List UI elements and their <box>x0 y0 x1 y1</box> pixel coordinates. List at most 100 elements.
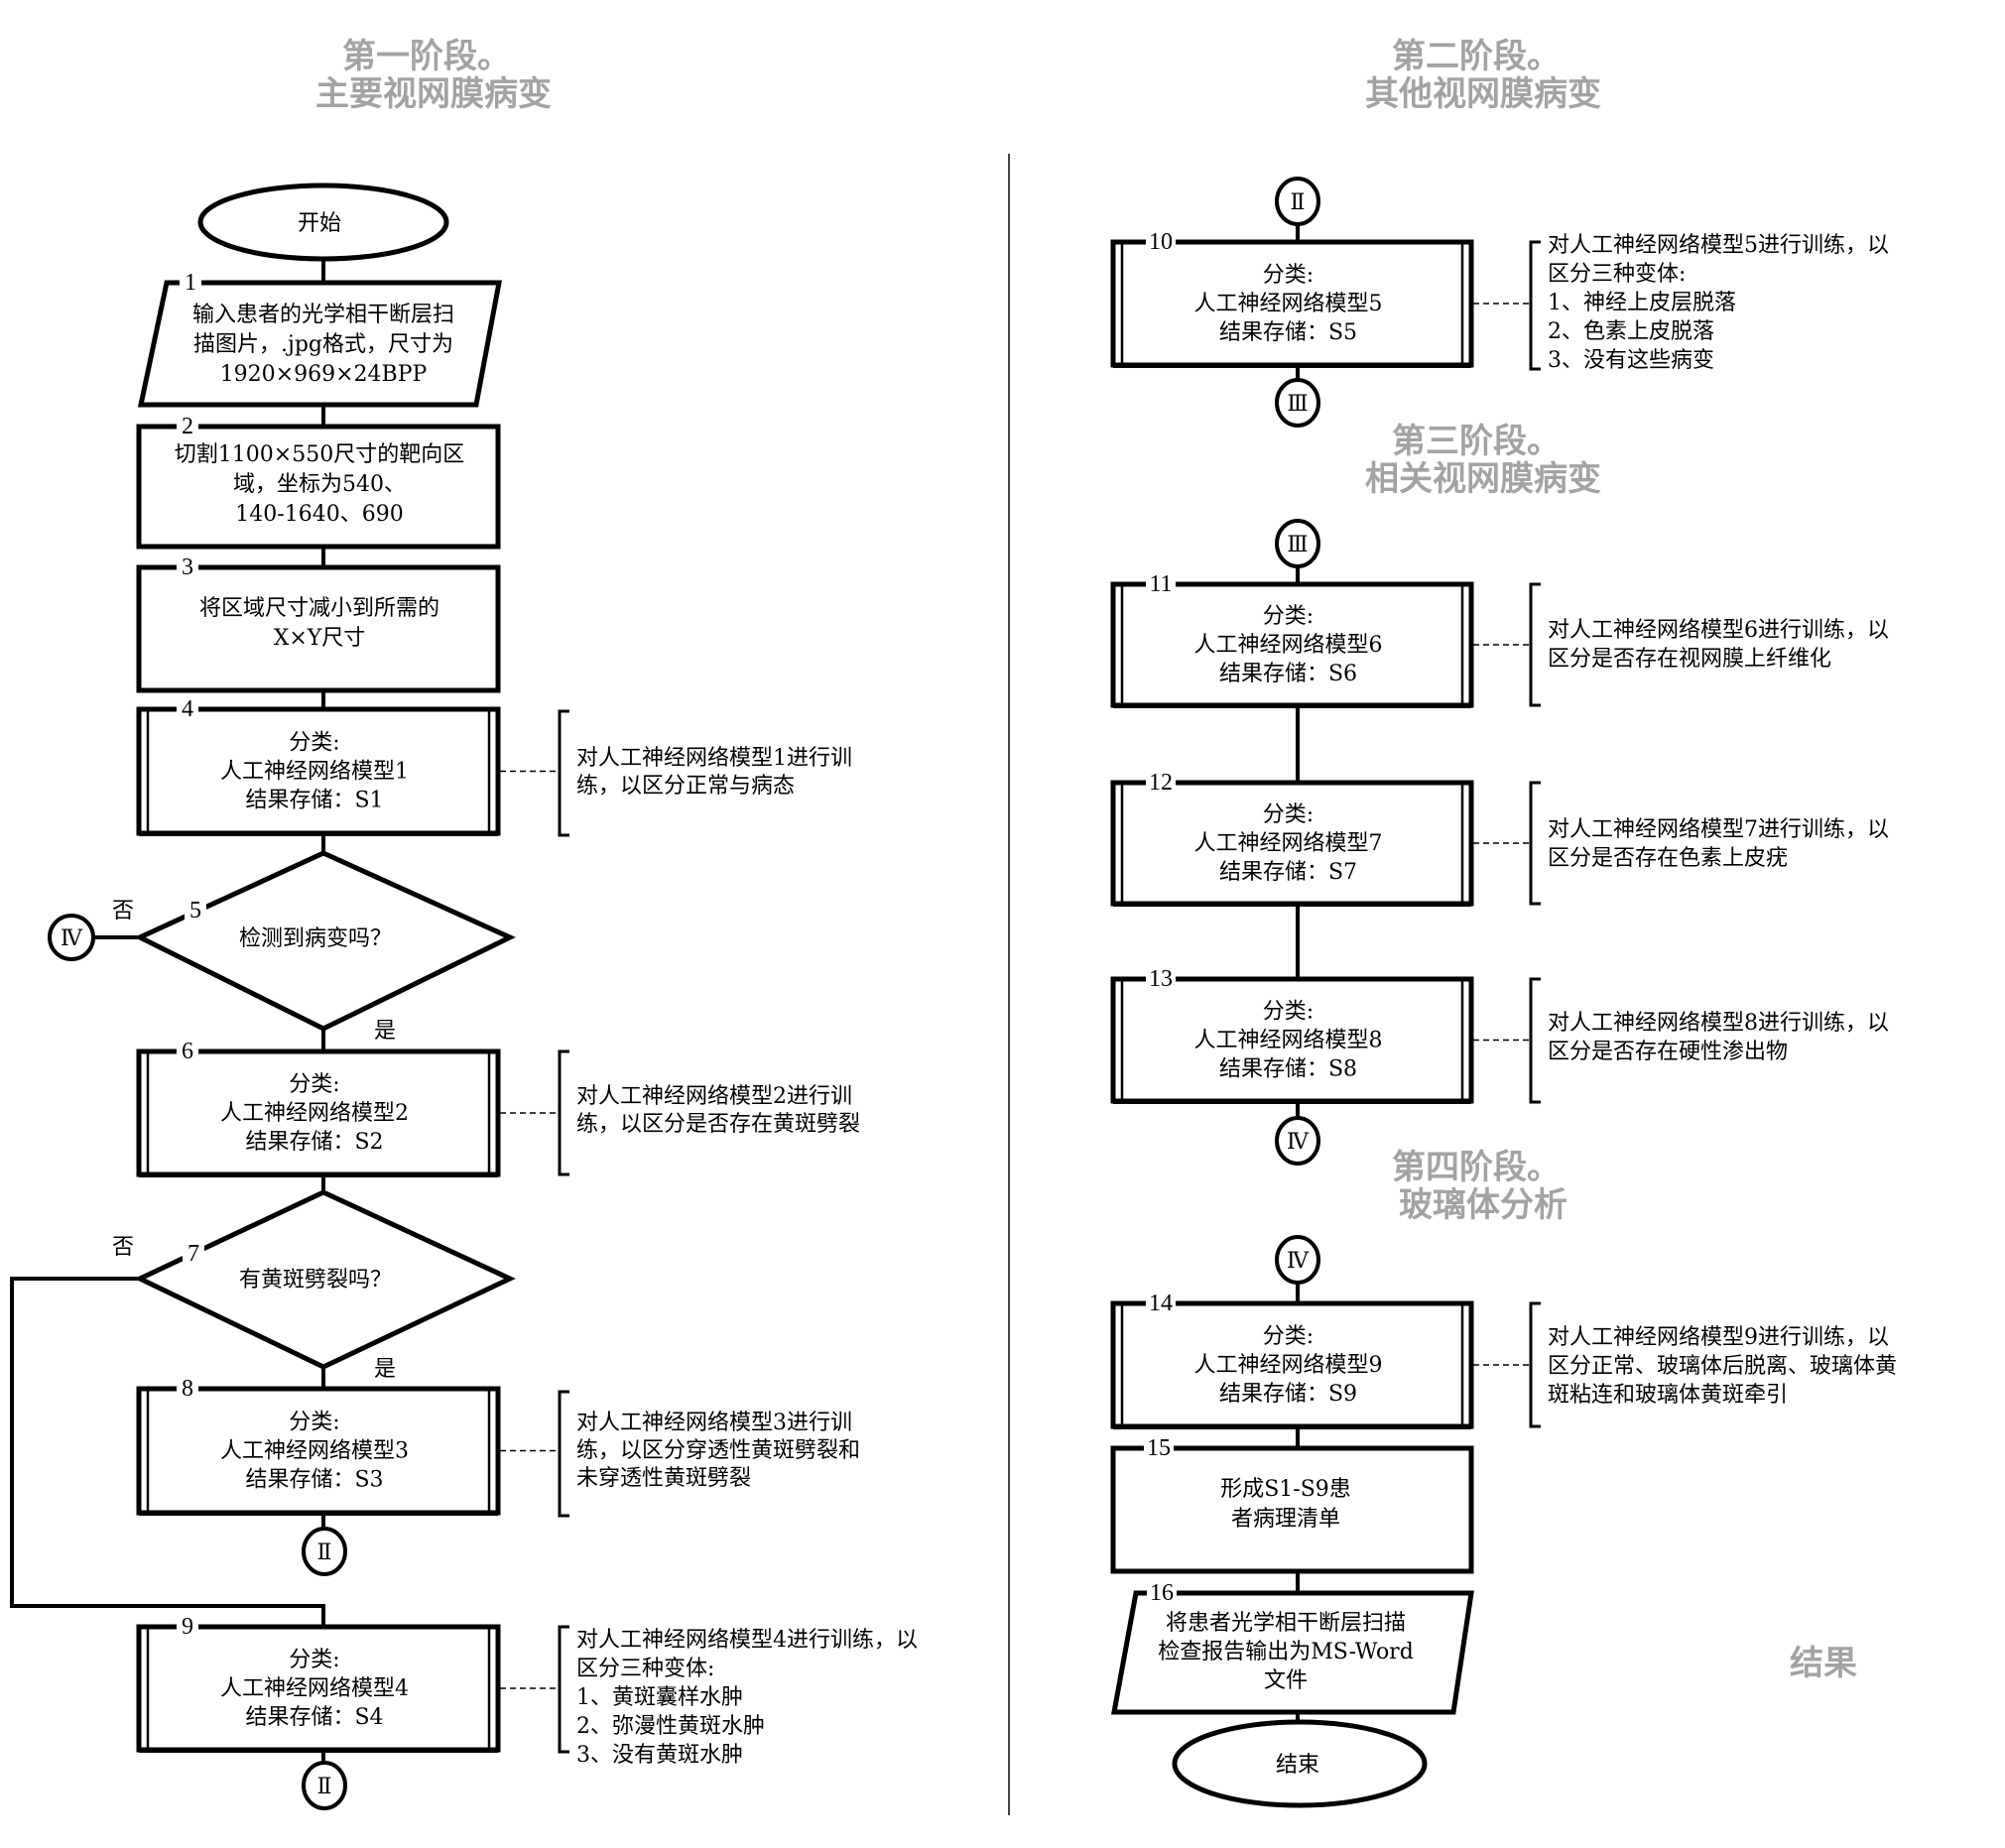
step-5: 5 检测到病变吗？ 否 是 <box>112 850 516 1044</box>
step-10-note-line-2: 区分三种变体: <box>1548 262 1686 287</box>
step-6-line-3: 结果存储：S2 <box>245 1130 383 1155</box>
step-14: 14分类:人工神经网络模型9结果存储：S9对人工神经网络模型9进行训练，以区分正… <box>1110 1291 1897 1429</box>
step-6-note-line-2: 练，以区分是否存在黄斑劈裂 <box>576 1112 860 1137</box>
connector-IV-circle <box>1275 1116 1320 1166</box>
step-4-line-1: 分类: <box>289 731 339 756</box>
step-15-number: 15 <box>1147 1435 1171 1461</box>
step-15-shape <box>1110 1445 1474 1574</box>
step-8-line-2: 人工神经网络模型3 <box>220 1439 409 1464</box>
connector-III-circle <box>1275 378 1320 428</box>
step-12-note-bracket <box>1529 781 1541 906</box>
step-11-number: 11 <box>1149 571 1172 597</box>
step-10-note-line-4: 2、色素上皮脱落 <box>1548 319 1714 344</box>
step-13-number: 13 <box>1149 966 1173 992</box>
step-4-note-line-1: 对人工神经网络模型1进行训 <box>576 746 852 771</box>
step-2-line-2: 域，坐标为540、 <box>233 472 406 497</box>
heading-stage-2-line-1: 第二阶段。 <box>1392 37 1561 76</box>
step-12-note-line-1: 对人工神经网络模型7进行训练，以 <box>1548 817 1889 842</box>
step-1-line-2: 描图片，.jpg格式，尺寸为 <box>193 332 453 357</box>
step-10-note-line-1: 对人工神经网络模型5进行训练，以 <box>1548 233 1889 258</box>
step-9-line-3: 结果存储：S4 <box>245 1705 383 1730</box>
step-11-line-1: 分类: <box>1263 604 1314 629</box>
step-11-shape <box>1110 581 1474 708</box>
step-6-line-2: 人工神经网络模型2 <box>220 1101 409 1126</box>
step-4: 4分类:人工神经网络模型1结果存储：S1对人工神经网络模型1进行训练，以区分正常… <box>136 696 852 837</box>
step-3-shape <box>136 564 501 693</box>
step-5-number: 5 <box>189 898 201 924</box>
step-14-note-bracket <box>1529 1301 1541 1428</box>
step-9-note-line-3: 1、黄斑囊样水肿 <box>576 1685 743 1710</box>
step-6-note-bracket <box>558 1049 569 1176</box>
step-8-note-line-1: 对人工神经网络模型3进行训 <box>576 1411 852 1435</box>
step-3-line-1: 将区域尺寸减小到所需的 <box>199 596 439 621</box>
step-12-line-2: 人工神经网络模型7 <box>1194 831 1383 856</box>
step-15-line-1: 形成S1-S9患 <box>1220 1477 1351 1502</box>
step-11-note-line-2: 区分是否存在视网膜上纤维化 <box>1548 647 1831 672</box>
connector-III-before-11: Ⅲ <box>1275 519 1320 568</box>
step-14-note-line-1: 对人工神经网络模型9进行训练，以 <box>1548 1325 1889 1350</box>
connector-II-circle <box>302 1761 347 1810</box>
step-8-line-3: 结果存储：S3 <box>245 1468 383 1493</box>
connector-II-circle <box>302 1527 347 1576</box>
step-1-shape <box>137 280 503 408</box>
connector-II-right: Ⅱ <box>1275 177 1320 226</box>
end-label: 结束 <box>1276 1753 1319 1778</box>
connector-IV-circle <box>1275 1235 1320 1285</box>
line-7-no-loop-to-9 <box>10 1277 325 1627</box>
step-5-no-label: 否 <box>112 899 134 924</box>
step-16-line-2: 检查报告输出为MS-Word <box>1158 1640 1414 1664</box>
step-5-yes-label: 是 <box>374 1019 396 1044</box>
step-14-line-3: 结果存储：S9 <box>1219 1382 1357 1407</box>
step-12-line-1: 分类: <box>1263 802 1314 827</box>
connector-III-label: Ⅲ <box>1287 391 1308 416</box>
connector-IV-label: Ⅳ <box>61 925 83 950</box>
heading-result: 结果 <box>1790 1644 1857 1683</box>
step-12-shape <box>1110 780 1474 907</box>
step-16-line-3: 文件 <box>1264 1668 1308 1693</box>
step-16-number: 16 <box>1150 1580 1174 1606</box>
step-14-line-2: 人工神经网络模型9 <box>1194 1353 1383 1378</box>
end-oval <box>1172 1719 1428 1808</box>
connector-IV-left: Ⅳ <box>48 914 95 961</box>
step-12-line-3: 结果存储：S7 <box>1219 860 1357 885</box>
step-13-note-line-2: 区分是否存在硬性渗出物 <box>1548 1040 1788 1064</box>
step-8-note-line-2: 练，以区分穿透性黄斑劈裂和 <box>576 1438 860 1463</box>
connector-II-after-9: Ⅱ <box>302 1761 347 1810</box>
step-8-line-1: 分类: <box>289 1411 339 1435</box>
step-8: 8分类:人工神经网络模型3结果存储：S3对人工神经网络模型3进行训练，以区分穿透… <box>136 1376 860 1518</box>
heading-stage-1-line-2: 主要视网膜病变 <box>315 74 552 114</box>
step-13: 13分类:人工神经网络模型8结果存储：S8对人工神经网络模型8进行训练，以区分是… <box>1110 966 1889 1104</box>
step-12: 12分类:人工神经网络模型7结果存储：S7对人工神经网络模型7进行训练，以区分是… <box>1110 770 1889 907</box>
heading-stage-2: 第二阶段。 其他视网膜病变 <box>1365 37 1601 114</box>
step-2-line-1: 切割1100×550尺寸的靶向区 <box>175 442 464 467</box>
step-13-note-bracket <box>1529 977 1541 1104</box>
end-terminal: 结束 <box>1172 1719 1428 1808</box>
step-9: 9分类:人工神经网络模型4结果存储：S4对人工神经网络模型4进行训练，以区分三种… <box>136 1614 918 1768</box>
connector-II-circle <box>1275 177 1320 226</box>
step-10-line-2: 人工神经网络模型5 <box>1194 292 1383 316</box>
step-11-line-2: 人工神经网络模型6 <box>1194 633 1383 658</box>
step-14-note-line-2: 区分正常、玻璃体后脱离、玻璃体黄 <box>1548 1354 1897 1379</box>
step-4-note-line-2: 练，以区分正常与病态 <box>576 774 795 799</box>
step-9-note-bracket <box>558 1625 569 1754</box>
step-12-note-line-2: 区分是否存在色素上皮疣 <box>1548 846 1788 871</box>
step-10-line-3: 结果存储：S5 <box>1219 320 1357 345</box>
heading-stage-3-line-1: 第三阶段。 <box>1392 422 1561 461</box>
step-13-line-2: 人工神经网络模型8 <box>1194 1029 1383 1053</box>
step-10-note-line-3: 1、神经上皮层脱落 <box>1548 291 1736 315</box>
step-10-note-line-5: 3、没有这些病变 <box>1548 348 1714 373</box>
step-16-shape <box>1111 1590 1474 1715</box>
start-terminal: 开始 <box>197 183 449 262</box>
step-9-note-line-4: 2、弥漫性黄斑水肿 <box>576 1714 765 1739</box>
step-10-line-1: 分类: <box>1263 263 1314 288</box>
step-14-shape <box>1110 1300 1474 1429</box>
start-label: 开始 <box>298 211 341 236</box>
step-10: 10分类:人工神经网络模型5结果存储：S5对人工神经网络模型5进行训练，以区分三… <box>1110 229 1889 373</box>
step-6-line-1: 分类: <box>289 1072 339 1097</box>
step-4-number: 4 <box>182 696 193 722</box>
connector-II-label: Ⅱ <box>1291 189 1306 214</box>
step-5-question: 检测到病变吗？ <box>239 926 392 951</box>
step-6-note-line-1: 对人工神经网络模型2进行训 <box>576 1084 852 1109</box>
step-16-line-1: 将患者光学相干断层扫描 <box>1166 1611 1406 1636</box>
